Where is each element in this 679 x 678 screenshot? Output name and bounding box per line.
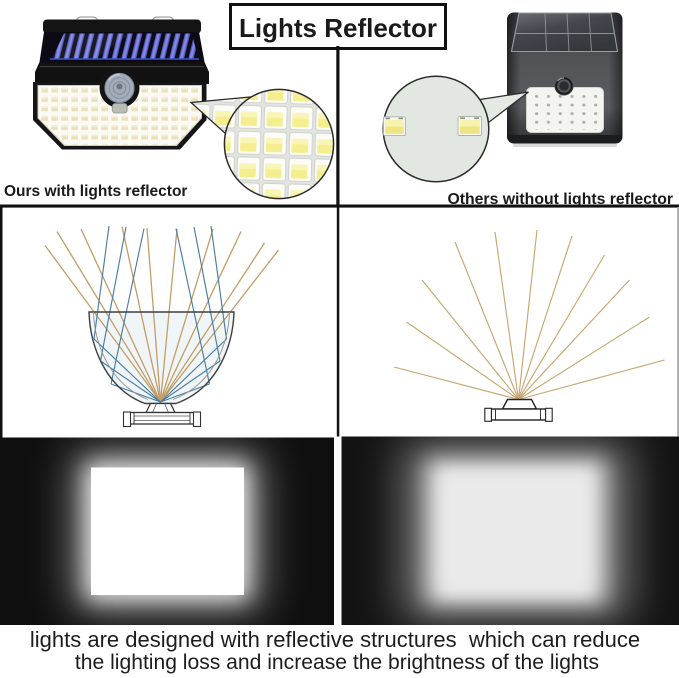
svg-text:Others without lights reflecto: Others without lights reflector: [447, 191, 673, 208]
svg-text:Lights Reflector: Lights Reflector: [239, 13, 437, 43]
svg-text:Ours with lights reflector: Ours with lights reflector: [4, 183, 187, 200]
svg-text:the lighting loss and increase: the lighting loss and increase the brigh…: [75, 651, 599, 674]
svg-text:lights are designed with refle: lights are designed with reflective stru…: [30, 627, 640, 652]
